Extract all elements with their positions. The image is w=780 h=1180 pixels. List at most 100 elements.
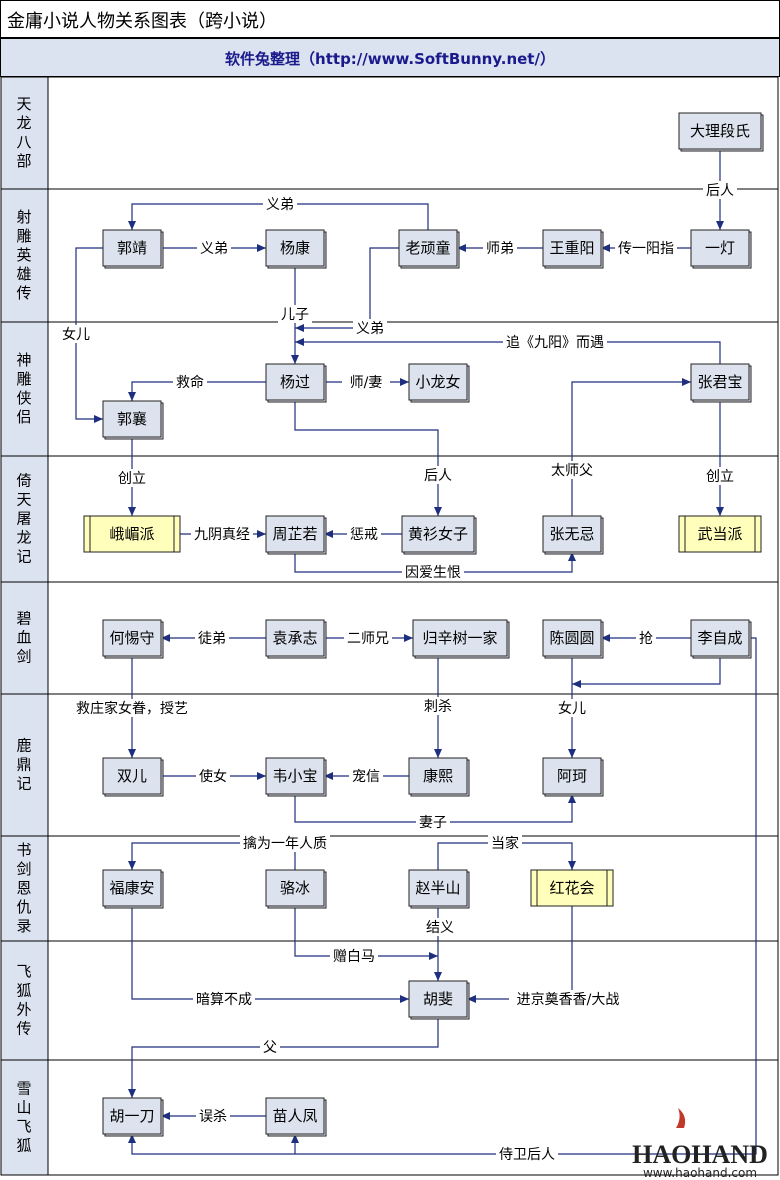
- relation-label: 父: [260, 1038, 280, 1056]
- relation-label: 追《九阳》而遇: [503, 333, 607, 351]
- node-label: 张无忌: [549, 525, 594, 543]
- relation-label: 当家: [488, 834, 522, 852]
- node-label: 李自成: [697, 629, 742, 647]
- person-node-yangguo[interactable]: 杨过: [265, 363, 327, 403]
- section-shujian: 书剑恩仇录: [0, 835, 779, 942]
- node-label: 郭襄: [117, 410, 147, 428]
- relation-label: 后人: [421, 466, 455, 484]
- person-node-weixiaobao[interactable]: 韦小宝: [265, 757, 327, 797]
- relation-label-text: 当家: [491, 835, 519, 852]
- relation-label: 徒弟: [195, 629, 229, 647]
- relation-label: 师/妻: [342, 373, 390, 391]
- relation-label-text: 救庄家女眷，授艺: [76, 700, 188, 717]
- person-node-fukangan[interactable]: 福康安: [102, 869, 164, 909]
- person-node-huangshan[interactable]: 黄衫女子: [401, 515, 477, 555]
- node-label: 双儿: [117, 767, 147, 785]
- person-node-laowantong[interactable]: 老顽童: [398, 229, 460, 269]
- relation-label: 义弟: [353, 319, 387, 337]
- node-label: 骆冰: [280, 879, 310, 897]
- person-node-miaorenfeng[interactable]: 苗人凤: [265, 1097, 327, 1137]
- relation-label-text: 结义: [426, 920, 454, 936]
- flame-icon: [676, 1108, 686, 1128]
- faction-node-emei[interactable]: 峨嵋派: [83, 515, 181, 553]
- relation-line-e32: [131, 906, 409, 1003]
- relation-label-text: 太师父: [551, 463, 593, 479]
- relation-label-text: 赠白马: [333, 949, 375, 965]
- relation-label: 救命: [173, 373, 207, 391]
- relation-label: 侍卫后人: [496, 1145, 558, 1163]
- person-node-zhangjunbao[interactable]: 张君宝: [690, 363, 752, 403]
- relation-label-text: 误杀: [199, 1109, 227, 1125]
- relation-label-text: 父: [263, 1040, 277, 1056]
- logo-url: www.haohand.com: [643, 1166, 757, 1180]
- relation-label: 师弟: [483, 239, 517, 257]
- relation-label: 后人: [703, 181, 737, 199]
- person-node-zhouzhiruo[interactable]: 周芷若: [265, 515, 327, 555]
- node-label: 韦小宝: [272, 767, 317, 785]
- section-label: 倚天屠龙记: [16, 472, 31, 566]
- node-label: 郭靖: [117, 239, 147, 257]
- person-node-lizicheng[interactable]: 李自成: [690, 619, 752, 659]
- relation-label: 太师父: [548, 461, 596, 479]
- relation-label-text: 妻子: [419, 815, 447, 831]
- person-node-hetishou[interactable]: 何惕守: [102, 619, 164, 659]
- person-node-huyidao[interactable]: 胡一刀: [102, 1097, 164, 1137]
- person-node-luobing[interactable]: 骆冰: [265, 869, 327, 909]
- relation-label: 义弟: [263, 195, 297, 213]
- relation-label: 结义: [423, 918, 457, 936]
- node-label: 武当派: [697, 525, 742, 543]
- person-node-wangchongyang[interactable]: 王重阳: [542, 229, 604, 269]
- person-node-shuanger[interactable]: 双儿: [102, 757, 164, 797]
- relation-line-e7: [295, 247, 399, 332]
- faction-node-honghua[interactable]: 红花会: [530, 869, 614, 907]
- node-label: 王重阳: [549, 239, 594, 257]
- node-label: 陈圆圆: [549, 629, 594, 647]
- section-label: 射雕英雄传: [16, 208, 31, 302]
- person-node-guoxiang[interactable]: 郭襄: [102, 400, 164, 440]
- person-node-zhaobanshan[interactable]: 赵半山: [408, 869, 470, 909]
- person-node-guojing[interactable]: 郭靖: [102, 229, 164, 269]
- node-label: 何惕守: [109, 629, 154, 647]
- node-label: 小龙女: [415, 373, 460, 391]
- relation-label-text: 义弟: [200, 241, 228, 257]
- relation-label: 创立: [703, 467, 737, 485]
- relation-label: 九阴真经: [191, 525, 253, 543]
- page-title: 金庸小说人物关系图表（跨小说）: [7, 11, 277, 32]
- person-node-hufei[interactable]: 胡斐: [408, 980, 470, 1020]
- person-node-ake[interactable]: 阿珂: [542, 757, 604, 797]
- relation-line-e36: [128, 637, 757, 1155]
- page-subtitle: 软件兔整理（http://www.SoftBunny.net/）: [225, 50, 555, 68]
- relation-label: 宠信: [349, 767, 383, 785]
- relation-label: 使女: [196, 767, 230, 785]
- person-node-yideng[interactable]: 一灯: [690, 229, 752, 269]
- person-node-dali[interactable]: 大理段氏: [678, 112, 764, 152]
- relation-label-text: 后人: [424, 468, 452, 484]
- person-node-kangxi[interactable]: 康熙: [408, 757, 470, 797]
- relation-label: 义弟: [197, 239, 231, 257]
- relation-label-text: 创立: [118, 471, 146, 487]
- person-node-chenyuanyuan[interactable]: 陈圆圆: [542, 619, 604, 659]
- section-label: 飞狐外传: [16, 963, 31, 1038]
- faction-node-wudang[interactable]: 武当派: [678, 515, 762, 553]
- relation-line-e10: [128, 381, 266, 401]
- relation-line-e21b: [572, 656, 721, 688]
- person-node-xiaolongnv[interactable]: 小龙女: [408, 363, 470, 403]
- section-label: 雪山飞狐: [16, 1080, 31, 1155]
- person-node-yuanchengzhi[interactable]: 袁承志: [265, 619, 327, 659]
- person-node-yangkang[interactable]: 杨康: [265, 229, 327, 269]
- node-label: 归辛树一家: [422, 629, 497, 647]
- relation-label-text: 擒为一年人质: [243, 835, 327, 852]
- person-node-guixinshu[interactable]: 归辛树一家: [412, 619, 510, 659]
- relation-line-e15: [716, 400, 724, 516]
- relation-label-text: 追《九阳》而遇: [506, 335, 604, 351]
- person-node-zhangwuji[interactable]: 张无忌: [542, 515, 604, 555]
- node-label: 一灯: [705, 239, 735, 257]
- section-tianlong: 天龙八部: [0, 76, 779, 190]
- node-label: 赵半山: [415, 879, 460, 897]
- node-label: 红花会: [549, 879, 594, 897]
- section-label: 碧血剑: [16, 610, 31, 666]
- node-label: 福康安: [109, 879, 154, 897]
